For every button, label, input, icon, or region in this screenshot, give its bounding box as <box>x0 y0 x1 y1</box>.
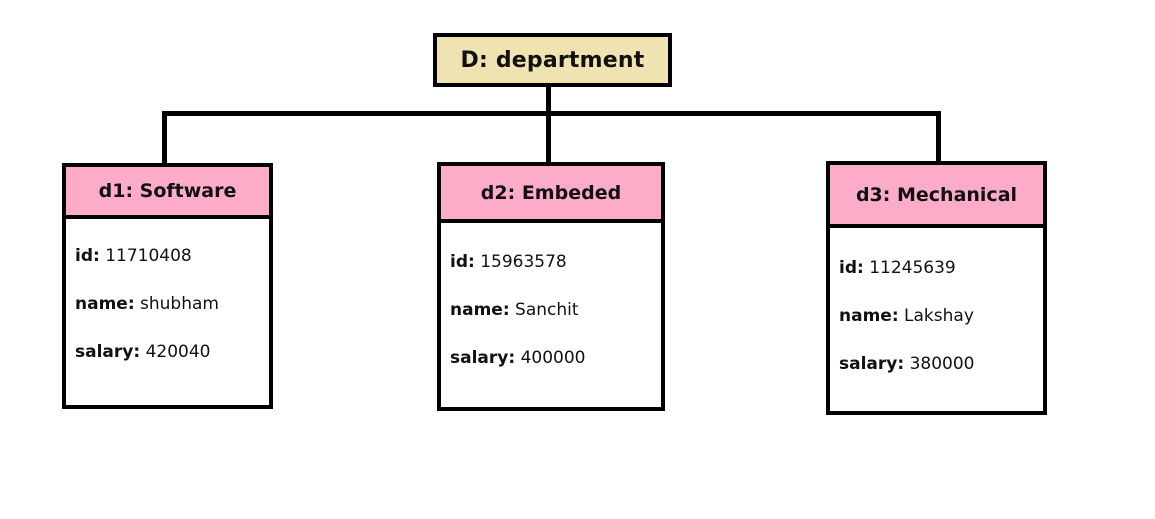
department-header: d3: Mechanical <box>830 165 1043 228</box>
department-fields: id: 11710408 name: shubham salary: 42004… <box>66 219 269 383</box>
root-node: D: department <box>433 33 672 87</box>
name-label: name: <box>450 300 510 320</box>
root-stem-connector <box>546 85 551 166</box>
department-title: d3: Mechanical <box>855 183 1018 206</box>
salary-value: 400000 <box>520 348 586 368</box>
salary-value: 420040 <box>145 342 211 362</box>
department-title: d1: Software <box>98 180 237 202</box>
id-label: id: <box>75 246 100 266</box>
department-node-embeded: d2: Embeded id: 15963578 name: Sanchit s… <box>437 162 665 411</box>
horizontal-connector <box>162 111 941 116</box>
salary-field: salary: 420040 <box>75 335 269 383</box>
department-fields: id: 11245639 name: Lakshay salary: 38000… <box>830 228 1043 395</box>
name-field: name: shubham <box>75 287 269 335</box>
department-fields: id: 15963578 name: Sanchit salary: 40000… <box>441 223 661 389</box>
salary-value: 380000 <box>909 354 975 374</box>
right-branch-connector <box>936 111 941 164</box>
salary-field: salary: 380000 <box>839 347 1043 395</box>
salary-field: salary: 400000 <box>450 341 661 389</box>
salary-label: salary: <box>839 354 905 374</box>
id-label: id: <box>839 258 864 278</box>
id-field: id: 15963578 <box>450 245 661 293</box>
name-value: Sanchit <box>515 300 579 320</box>
name-field: name: Sanchit <box>450 293 661 341</box>
id-field: id: 11710408 <box>75 239 269 287</box>
name-label: name: <box>839 306 899 326</box>
name-value: Lakshay <box>904 306 974 326</box>
name-label: name: <box>75 294 135 314</box>
id-value: 15963578 <box>480 252 567 272</box>
id-label: id: <box>450 252 475 272</box>
salary-label: salary: <box>450 348 516 368</box>
department-node-software: d1: Software id: 11710408 name: shubham … <box>62 163 273 409</box>
salary-label: salary: <box>75 342 141 362</box>
department-title: d2: Embeded <box>480 181 622 204</box>
department-header: d2: Embeded <box>441 166 661 223</box>
name-value: shubham <box>140 294 219 314</box>
department-node-mechanical: d3: Mechanical id: 11245639 name: Laksha… <box>826 161 1047 415</box>
id-field: id: 11245639 <box>839 251 1043 299</box>
id-value: 11245639 <box>869 258 956 278</box>
root-node-label: D: department <box>460 47 645 73</box>
id-value: 11710408 <box>105 246 192 266</box>
left-branch-connector <box>162 111 167 166</box>
name-field: name: Lakshay <box>839 299 1043 347</box>
department-header: d1: Software <box>66 167 269 219</box>
